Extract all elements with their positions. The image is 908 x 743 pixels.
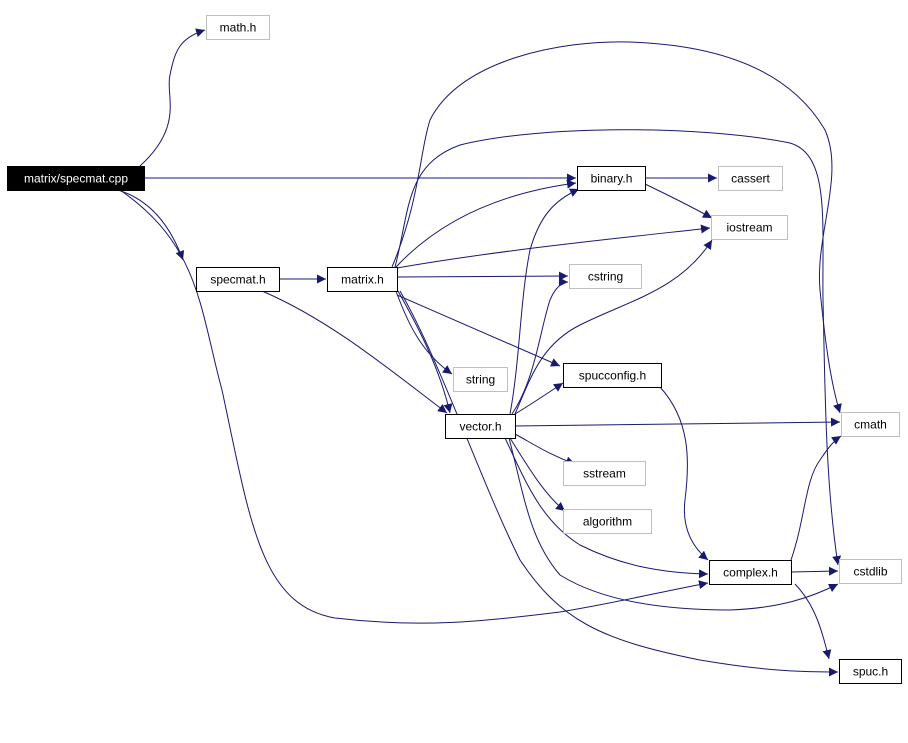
node-string: string <box>453 367 508 392</box>
node-cmath: cmath <box>841 412 900 437</box>
node-box-algorithm <box>563 509 652 534</box>
node-cassert: cassert <box>718 166 783 191</box>
node-box-math <box>206 15 270 40</box>
node-box-cmath <box>841 412 900 437</box>
edge-complex-to-spuc <box>794 583 832 660</box>
node-box-cstring <box>569 264 642 289</box>
node-box-iostream <box>711 215 788 240</box>
edge-matrix-to-cstring <box>396 271 569 281</box>
node-label-math: math.h <box>220 21 257 35</box>
edge-matrix-to-spuc <box>399 290 839 677</box>
node-vector[interactable]: vector.h <box>445 414 516 439</box>
edge-matrix-to-iostream <box>396 224 711 269</box>
node-label-cassert: cassert <box>731 172 770 186</box>
edge-matrix-to-spucconfig <box>396 294 561 367</box>
edge-root-to-complex <box>119 189 709 624</box>
node-label-root: matrix/specmat.cpp <box>24 172 128 186</box>
node-label-matrix: matrix.h <box>341 273 384 287</box>
edge-complex-to-cmath <box>790 435 842 561</box>
node-box-cstdlib <box>839 559 902 584</box>
node-label-string: string <box>466 373 495 387</box>
edge-vector-to-cstdlib <box>508 437 839 611</box>
node-sstream: sstream <box>563 461 646 486</box>
node-box-vector <box>445 414 516 439</box>
node-box-string <box>453 367 508 392</box>
edge-matrix-to-cmath <box>391 41 842 414</box>
edge-complex-to-cstdlib <box>790 566 839 576</box>
edge-matrix-to-vector <box>397 290 453 414</box>
node-box-matrix <box>327 267 398 292</box>
node-specmat[interactable]: specmat.h <box>196 267 280 292</box>
node-label-iostream: iostream <box>726 221 772 235</box>
edge-specmat-to-vector <box>261 290 448 414</box>
edge-vector-to-iostream <box>514 239 713 415</box>
edge-vector-to-cstring <box>511 277 569 415</box>
edge-matrix-to-string <box>395 290 453 375</box>
node-root[interactable]: matrix/specmat.cpp <box>7 166 145 191</box>
node-box-sstream <box>563 461 646 486</box>
edge-matrix-to-cstdlib <box>394 129 842 566</box>
edge-vector-to-complex <box>504 437 709 579</box>
node-box-cassert <box>718 166 783 191</box>
node-cstdlib: cstdlib <box>839 559 902 584</box>
node-matrix[interactable]: matrix.h <box>327 267 398 292</box>
nodes-layer: matrix/specmat.cpp math.h binary.h cassert i… <box>7 15 902 684</box>
node-binary[interactable]: binary.h <box>577 166 646 191</box>
node-box-complex <box>709 560 792 585</box>
edge-vector-to-cmath <box>514 417 841 427</box>
node-label-complex: complex.h <box>723 566 778 580</box>
node-label-cstring: cstring <box>588 270 623 284</box>
node-spuc[interactable]: spuc.h <box>839 659 902 684</box>
node-box-binary <box>577 166 646 191</box>
node-label-specmat: specmat.h <box>210 273 265 287</box>
node-cstring: cstring <box>569 264 642 289</box>
node-iostream: iostream <box>711 215 788 240</box>
node-label-algorithm: algorithm <box>583 515 632 529</box>
node-label-spucconfig: spucconfig.h <box>579 369 646 383</box>
edge-matrix-to-binary <box>395 179 577 268</box>
edge-root-to-specmat <box>117 189 185 261</box>
node-label-cstdlib: cstdlib <box>853 565 887 579</box>
edge-root-to-math <box>139 28 206 167</box>
node-label-cmath: cmath <box>854 418 887 432</box>
node-algorithm: algorithm <box>563 509 652 534</box>
node-box-spuc <box>839 659 902 684</box>
node-label-spuc: spuc.h <box>853 665 888 679</box>
edge-spucconfig-to-complex <box>659 386 709 561</box>
edge-vector-to-binary <box>509 188 580 415</box>
node-complex[interactable]: complex.h <box>709 560 792 585</box>
node-label-sstream: sstream <box>583 467 626 481</box>
edge-vector-to-spucconfig <box>514 382 564 415</box>
node-spucconfig[interactable]: spucconfig.h <box>563 363 662 388</box>
edge-binary-to-iostream <box>644 183 713 219</box>
edge-vector-to-algorithm <box>509 437 566 512</box>
node-label-vector: vector.h <box>459 420 501 434</box>
node-math: math.h <box>206 15 270 40</box>
node-label-binary: binary.h <box>591 172 633 186</box>
node-box-spucconfig <box>563 363 662 388</box>
node-box-root <box>7 166 145 191</box>
node-box-specmat <box>196 267 280 292</box>
